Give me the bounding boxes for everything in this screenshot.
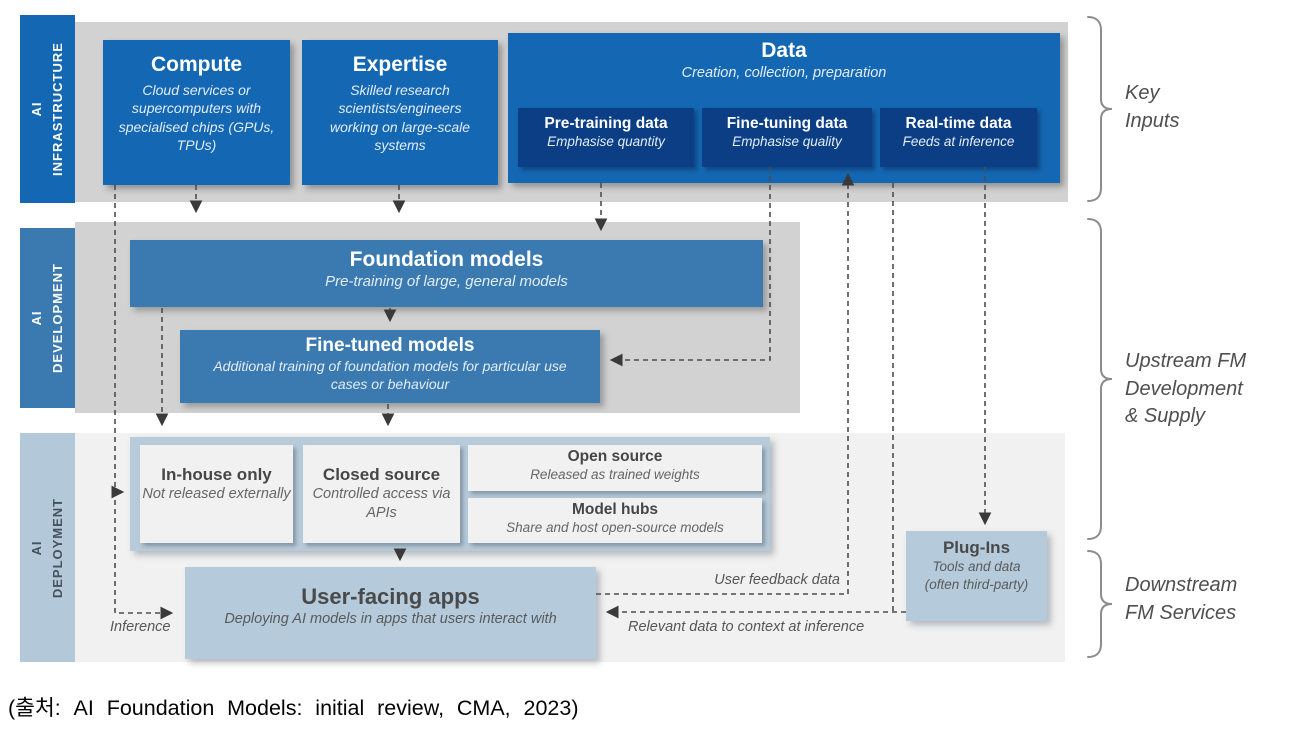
data-title: Data <box>761 39 807 62</box>
compute-box: Compute Cloud services or supercomputers… <box>103 40 290 185</box>
relevant-data-flow-label: Relevant data to context at inference <box>628 619 865 635</box>
real-time-data-box: Real-time data Feeds at inference <box>880 108 1037 167</box>
in-house-only-box: In-house only Not released externally <box>140 445 293 543</box>
compute-desc: Cloud services or supercomputers with sp… <box>118 82 275 154</box>
fine-tuning-data-subtitle: Emphasise quality <box>732 134 842 149</box>
upstream-label: Upstream FM Development & Supply <box>1125 350 1247 428</box>
user-facing-apps-title: User-facing apps <box>301 584 480 609</box>
inference-flow-label: Inference <box>110 619 171 635</box>
pre-training-data-subtitle: Emphasise quantity <box>547 134 665 149</box>
plug-ins-title: Plug-Ins <box>942 538 1011 557</box>
model-release-container: In-house only Not released externally Cl… <box>130 437 770 551</box>
fine-tuning-data-title: Fine-tuning data <box>726 115 848 132</box>
in-house-only-subtitle: Not released externally <box>142 486 291 502</box>
sidebar-ai-development-label: AI DEVELOPMENT <box>28 263 65 373</box>
model-hubs-box: Model hubs Share and host open-source mo… <box>468 498 762 543</box>
user-feedback-flow-label: User feedback data <box>714 572 840 588</box>
real-time-data-title: Real-time data <box>905 115 1012 132</box>
open-source-subtitle: Released as trained weights <box>530 467 700 482</box>
upstream-brace <box>1087 218 1113 540</box>
closed-source-box: Closed source Controlled access via APIs <box>303 445 460 543</box>
data-subtitle: Creation, collection, preparation <box>681 65 887 81</box>
expertise-title: Expertise <box>352 53 448 76</box>
user-facing-apps-subtitle: Deploying AI models in apps that users i… <box>224 611 557 627</box>
user-facing-apps-box: User-facing apps Deploying AI models in … <box>185 567 596 659</box>
foundation-models-title: Foundation models <box>349 248 544 271</box>
sidebar-ai-development: AI DEVELOPMENT <box>20 228 75 408</box>
compute-title: Compute <box>151 53 242 76</box>
fine-tuned-models-box: Fine-tuned models Additional training of… <box>180 330 600 403</box>
sidebar-ai-infrastructure-label: AI INFRASTRUCTURE <box>28 42 65 176</box>
real-time-data-subtitle: Feeds at inference <box>902 134 1015 149</box>
fine-tuning-data-box: Fine-tuning data Emphasise quality <box>702 108 872 167</box>
pre-training-data-title: Pre-training data <box>544 115 668 132</box>
expertise-desc: Skilled research scientists/engineers wo… <box>329 82 471 154</box>
key-inputs-brace <box>1087 16 1113 202</box>
closed-source-subtitle: Controlled access via APIs <box>312 486 451 522</box>
sidebar-ai-deployment-label: AI DEPLOYMENT <box>28 497 65 598</box>
open-source-box: Open source Released as trained weights <box>468 445 762 491</box>
expertise-box: Expertise Skilled research scientists/en… <box>302 40 498 185</box>
in-house-only-title: In-house only <box>161 465 272 484</box>
sidebar-ai-deployment: AI DEPLOYMENT <box>20 433 75 662</box>
data-box: Data Creation, collection, preparation P… <box>508 33 1060 183</box>
fine-tuned-models-subtitle: Additional training of foundation models… <box>213 358 567 393</box>
source-caption: (출처: AI Foundation Models: initial revie… <box>8 696 579 720</box>
plug-ins-box: Plug-Ins Tools and data (often third-par… <box>906 531 1047 621</box>
foundation-models-box: Foundation models Pre-training of large,… <box>130 240 763 307</box>
downstream-brace <box>1087 550 1113 658</box>
foundation-models-subtitle: Pre-training of large, general models <box>325 273 568 290</box>
model-hubs-subtitle: Share and host open-source models <box>506 520 724 535</box>
closed-source-title: Closed source <box>322 465 441 484</box>
model-hubs-title: Model hubs <box>571 501 659 518</box>
fine-tuned-models-title: Fine-tuned models <box>305 335 475 356</box>
sidebar-ai-infrastructure: AI INFRASTRUCTURE <box>20 15 75 203</box>
plug-ins-subtitle: Tools and data (often third-party) <box>924 559 1029 592</box>
key-inputs-label: Key Inputs <box>1125 82 1180 132</box>
open-source-title: Open source <box>567 448 663 465</box>
downstream-label: Downstream FM Services <box>1125 574 1238 624</box>
pre-training-data-box: Pre-training data Emphasise quantity <box>518 108 694 167</box>
